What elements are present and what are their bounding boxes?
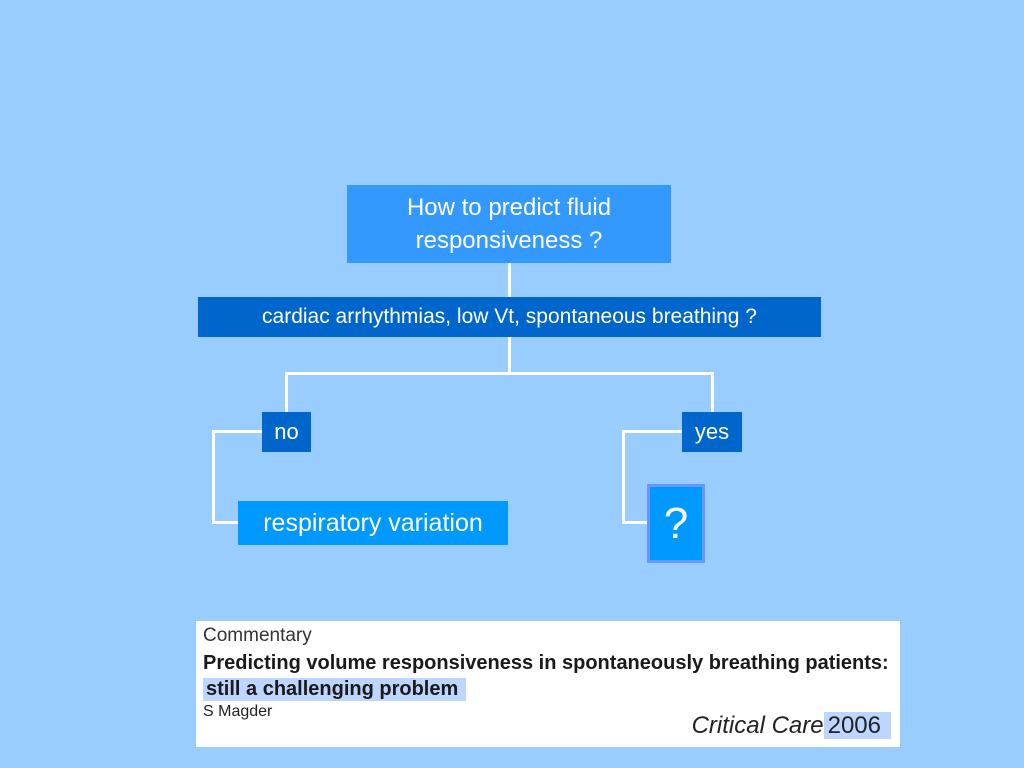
- citation-title-main: Predicting volume responsiveness in spon…: [203, 652, 889, 674]
- respiratory-variation-text: respiratory variation: [263, 508, 483, 537]
- connector-condition-stem: [508, 337, 511, 373]
- connector-yes-horizontal-top: [622, 430, 682, 433]
- unknown-result-box: ?: [647, 484, 705, 563]
- branch-no-box: no: [262, 412, 311, 452]
- connector-to-no: [285, 372, 288, 412]
- citation-journal: Critical Care: [691, 712, 824, 739]
- connector-no-horizontal-bottom: [212, 521, 238, 524]
- connector-no-vertical: [212, 430, 215, 524]
- connector-branch-horizontal: [285, 372, 714, 375]
- respiratory-variation-box: respiratory variation: [238, 501, 508, 545]
- unknown-result-text: ?: [663, 498, 689, 548]
- question-text: How to predict fluid responsiveness ?: [406, 194, 612, 254]
- connector-question-to-condition: [508, 263, 511, 297]
- citation-title-highlight: still a challenging problem: [203, 678, 467, 701]
- citation-panel: Commentary Predicting volume responsiven…: [196, 621, 900, 747]
- connector-to-yes: [711, 372, 714, 412]
- connector-no-horizontal-top: [212, 430, 262, 433]
- citation-kicker: Commentary: [203, 625, 312, 646]
- citation-author: S Magder: [203, 703, 273, 720]
- condition-box: cardiac arrhythmias, low Vt, spontaneous…: [198, 297, 821, 337]
- connector-yes-horizontal-bottom: [622, 521, 647, 524]
- branch-yes-box: yes: [682, 412, 742, 452]
- branch-no-label: no: [274, 419, 299, 444]
- connector-yes-vertical: [622, 430, 625, 524]
- citation-title: Predicting volume responsiveness in spon…: [203, 650, 893, 702]
- condition-text: cardiac arrhythmias, low Vt, spontaneous…: [262, 305, 757, 328]
- citation-year: 2006: [823, 712, 891, 739]
- question-box: How to predict fluid responsiveness ?: [347, 185, 671, 263]
- branch-yes-label: yes: [694, 419, 730, 444]
